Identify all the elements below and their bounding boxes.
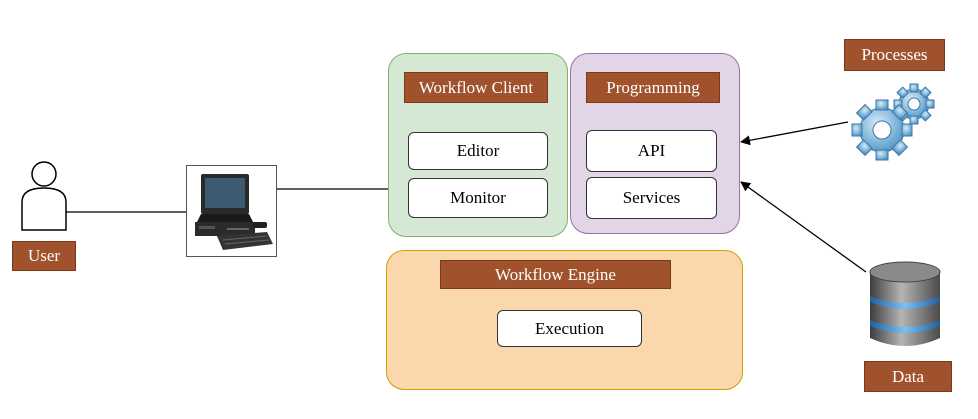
data-label: Data xyxy=(864,361,952,392)
workflow-client-title: Workflow Client xyxy=(404,72,548,103)
gears-icon xyxy=(848,80,940,164)
data-to-programming-arrow xyxy=(740,181,867,273)
processes-label: Processes xyxy=(844,39,945,71)
execution-box[interactable]: Execution xyxy=(497,310,642,347)
programming-title: Programming xyxy=(586,72,720,103)
monitor-box[interactable]: Monitor xyxy=(408,178,548,218)
database-icon xyxy=(866,260,944,350)
computer-icon xyxy=(186,165,277,257)
api-box[interactable]: API xyxy=(586,130,717,172)
processes-to-programming-arrow xyxy=(740,121,849,146)
user-icon xyxy=(20,158,68,232)
services-box[interactable]: Services xyxy=(586,177,717,219)
workflow-engine-title: Workflow Engine xyxy=(440,260,671,289)
user-label: User xyxy=(12,241,76,271)
editor-box[interactable]: Editor xyxy=(408,132,548,170)
